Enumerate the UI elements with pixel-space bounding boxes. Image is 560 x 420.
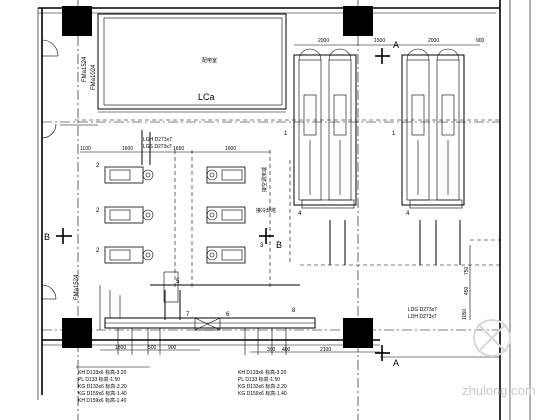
watermark-text: zhulong.com xyxy=(462,383,536,398)
pipe-label-lgh: LGH D273x7 xyxy=(143,137,172,143)
door-code-left-bottom: FMa1524 xyxy=(74,274,80,300)
watermark: zhulong.com xyxy=(462,319,536,398)
legend-right-3: KG D133x6 标高-3.20 xyxy=(238,383,287,390)
pipe-label-lgs: LGS D273x7 xyxy=(143,144,172,150)
dim-row-1650: 1650 xyxy=(173,146,184,152)
dim-bottom-300: 300 xyxy=(267,347,276,353)
note-right: 接冷却塔 xyxy=(256,207,276,214)
callout-5: 5 xyxy=(176,279,180,285)
dim-bottom-500: 500 xyxy=(148,345,157,351)
chiller-unit-right xyxy=(401,48,465,209)
pipe-label-ldg: LDG D273x7 xyxy=(408,307,437,313)
door-code-top: FMa1024 xyxy=(91,64,97,90)
pipe-label-ldh: LDH D273x7 xyxy=(408,314,437,320)
legend-line-1: KH D133x6 标高-3.20 xyxy=(78,369,127,376)
dim-bottom-1800: 1800 xyxy=(115,345,126,351)
svg-text:B: B xyxy=(44,232,50,242)
note-left: 接空调末端 xyxy=(261,167,268,192)
callout-unit-1b: 1 xyxy=(392,131,396,137)
svg-text:B: B xyxy=(276,240,282,250)
room-label: LCa xyxy=(198,92,215,102)
callout-8: 8 xyxy=(292,308,296,314)
pump-group-right xyxy=(206,166,246,264)
section-mark-a-bottom: A xyxy=(375,345,399,368)
legend-line-4: KG D159x6 标高-1.40 xyxy=(78,390,127,397)
dim-row-1600a: 1600 xyxy=(122,146,133,152)
room-small-label: 配电室 xyxy=(202,57,217,64)
section-mark-b-right: B xyxy=(259,228,282,250)
section-mark-a-top: A xyxy=(375,40,399,64)
legend-block: KH D133x6 标高-3.20 PL D133 标高-1.50 KG D13… xyxy=(76,366,287,404)
pump-left-2 xyxy=(104,206,154,224)
pump-right-3 xyxy=(206,246,246,264)
section-mark-b-left: B xyxy=(44,228,72,244)
callout-pump-2b: 2 xyxy=(96,208,100,214)
dim-row-1100: 1100 xyxy=(80,146,91,152)
dim-bottom-2100: 2100 xyxy=(320,347,331,353)
piping xyxy=(75,119,500,355)
dim-top-right-3: 2000 xyxy=(428,38,439,44)
callout-pump-4: 4 xyxy=(298,211,302,217)
legend-line-3: KG D133x6 标高-3.20 xyxy=(78,383,127,390)
callout-unit-1a: 1 xyxy=(284,131,288,137)
callout-4b: 4 xyxy=(406,211,410,217)
dim-top-right-2: 1500 xyxy=(374,38,385,44)
dim-right-750: 750 xyxy=(464,266,470,275)
svg-text:A: A xyxy=(393,358,399,368)
door-code-left-top: FMa1524 xyxy=(82,56,88,82)
dim-top-right-4: 900 xyxy=(476,38,485,44)
callout-pump-3: 3 xyxy=(260,243,264,249)
pump-left-3 xyxy=(104,246,154,264)
axis-lines xyxy=(42,0,500,420)
callout-6: 6 xyxy=(226,312,230,318)
pump-left-1 xyxy=(104,166,154,184)
callout-pump-2c: 2 xyxy=(96,248,100,254)
chiller-unit-left xyxy=(293,48,357,209)
pump-right-2 xyxy=(206,206,246,224)
legend-line-5: KH D159x6 标高-1.40 xyxy=(78,397,127,404)
legend-right-4: KG D159x6 标高-1.40 xyxy=(238,390,287,397)
pump-group-left xyxy=(104,166,154,264)
dim-right-450: 450 xyxy=(464,286,470,295)
column-bottom-left xyxy=(62,318,92,348)
pump-right-1 xyxy=(206,166,246,184)
dimension-lines xyxy=(80,44,480,353)
legend-right-2: PL D133 标高-1.50 xyxy=(238,376,280,383)
dim-bottom-400: 400 xyxy=(282,347,291,353)
legend-line-2: PL D133 标高-1.50 xyxy=(78,376,120,383)
column-top-left xyxy=(62,6,92,36)
dim-bottom-900: 900 xyxy=(168,345,177,351)
callout-pump-2a: 2 xyxy=(96,163,100,169)
svg-text:A: A xyxy=(393,40,399,50)
dim-top-right-1: 2000 xyxy=(318,38,329,44)
dim-right-1050: 1050 xyxy=(462,309,468,320)
legend-right-1: KH D133x6 标高-3.20 xyxy=(238,369,287,376)
dim-row-1600b: 1600 xyxy=(225,146,236,152)
callout-7: 7 xyxy=(186,312,190,318)
